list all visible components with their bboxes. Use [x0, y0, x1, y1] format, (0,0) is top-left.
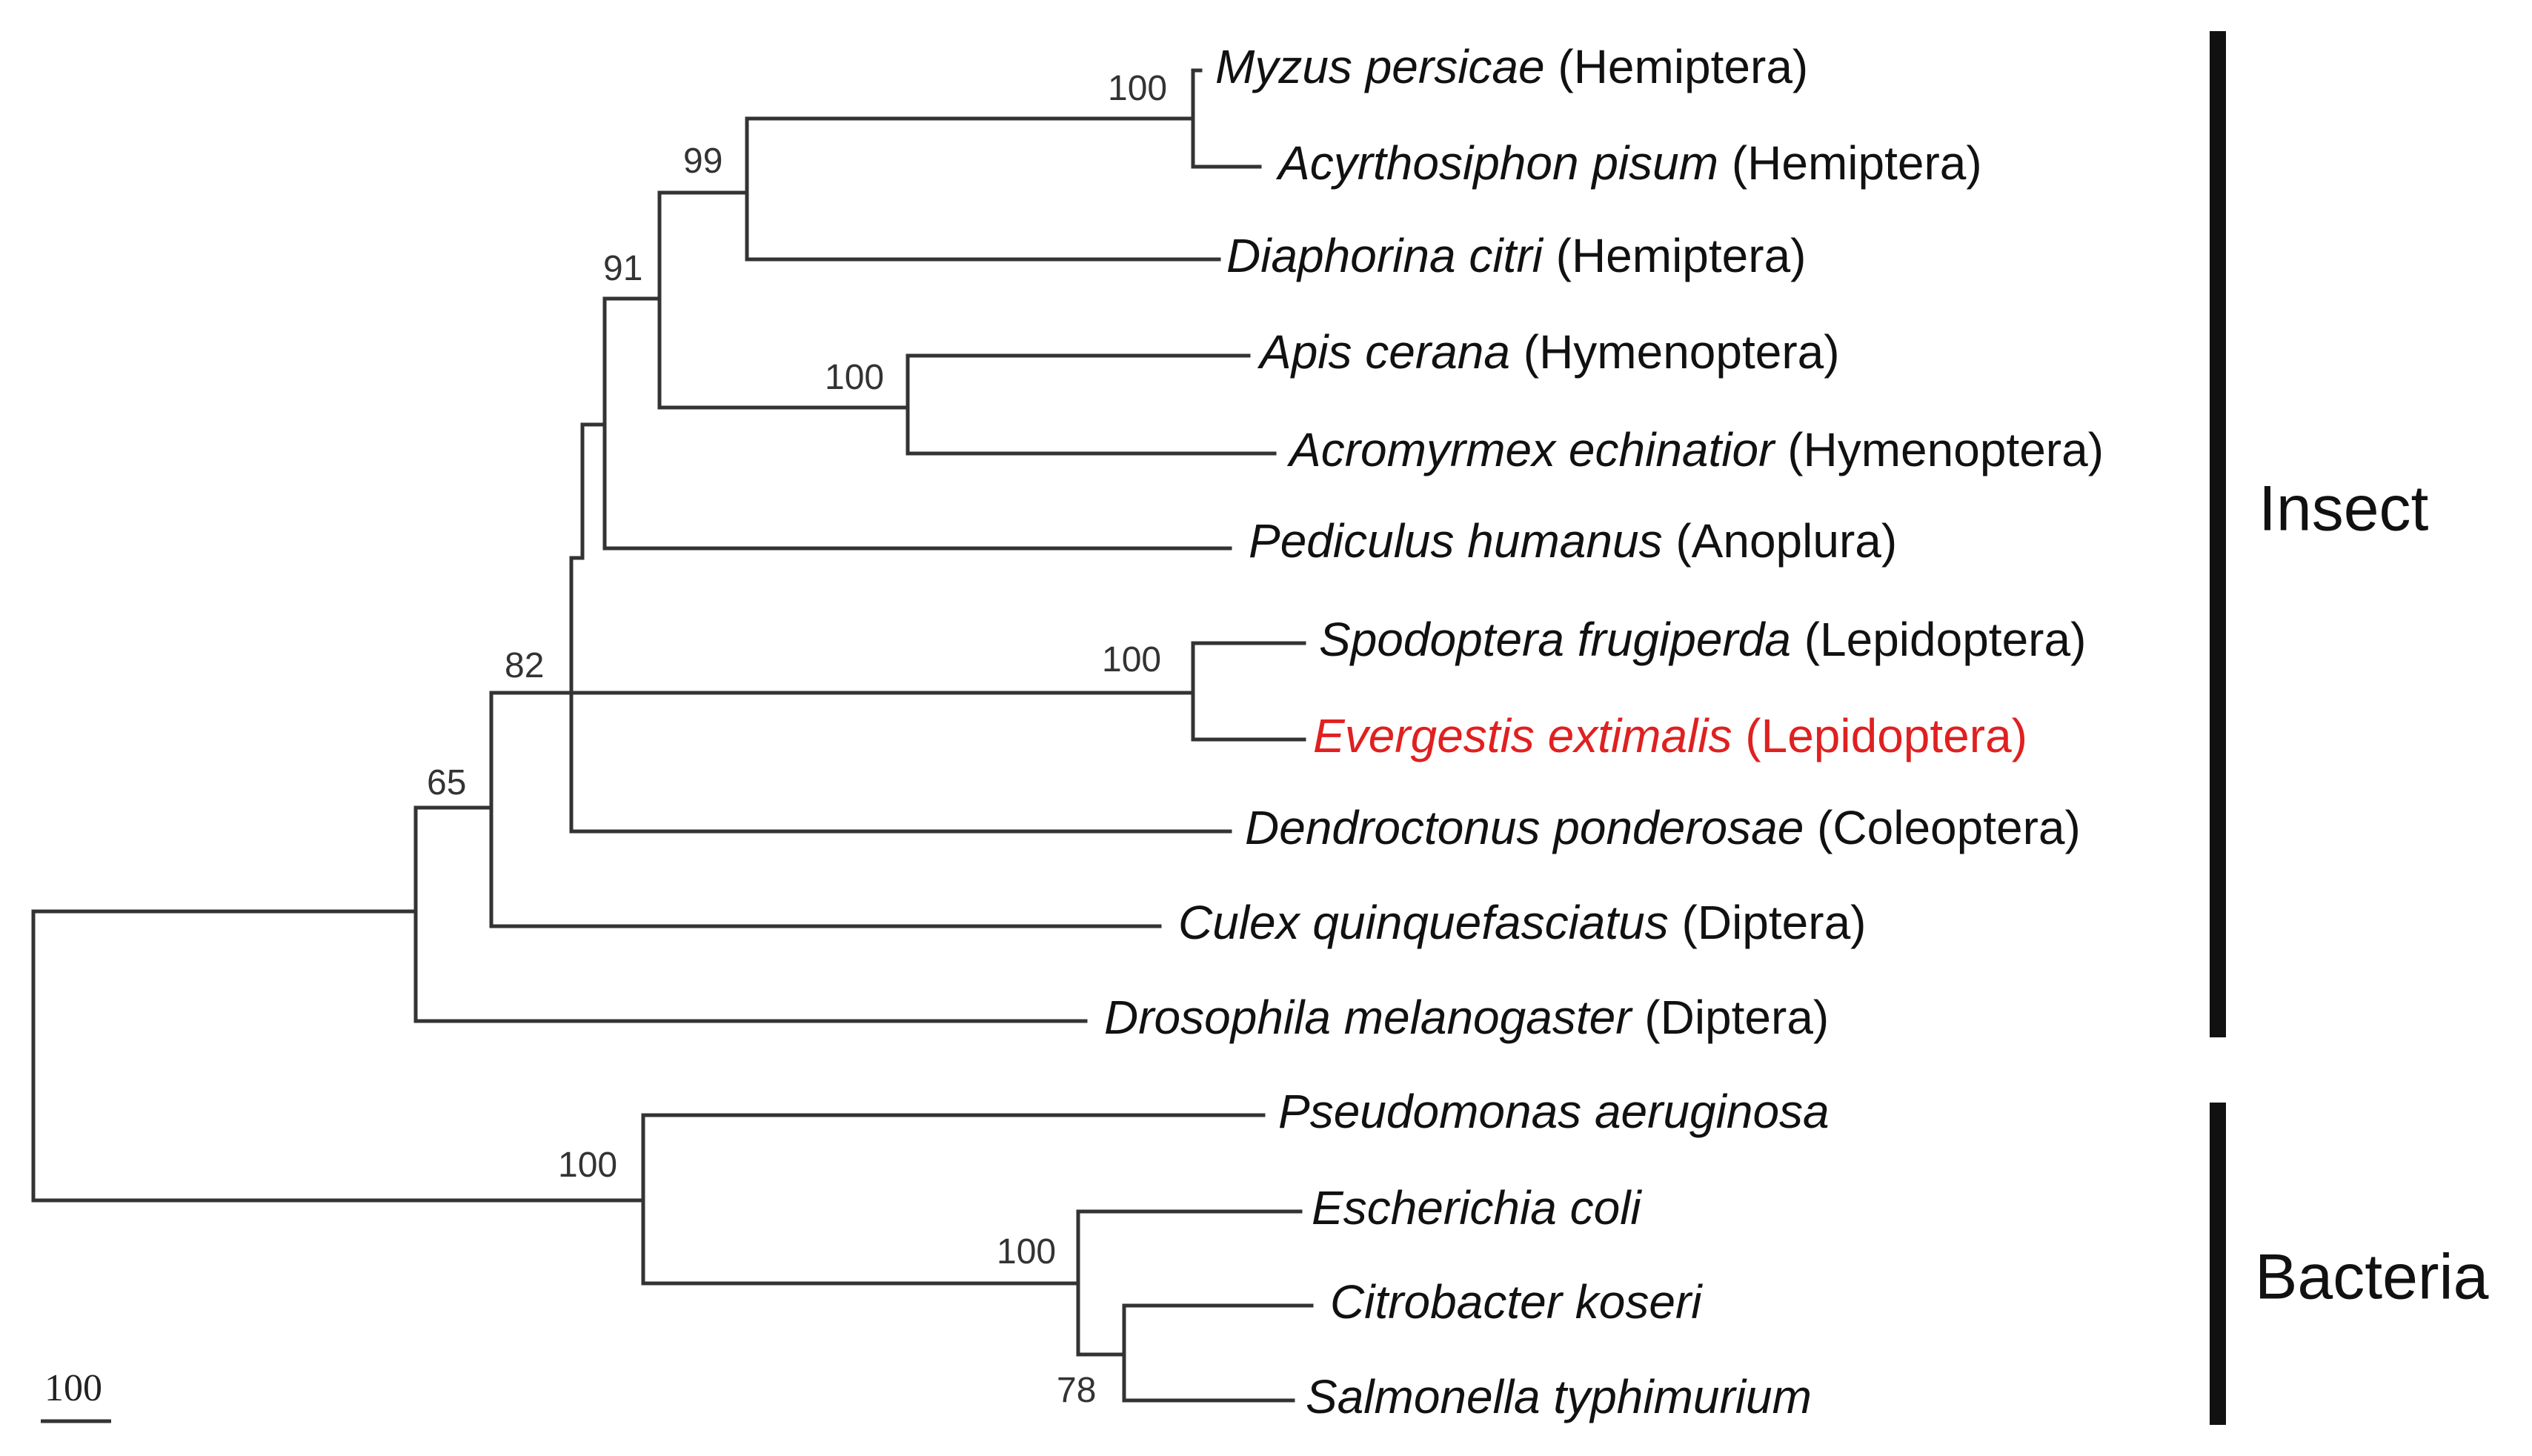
- support-value: 100: [825, 358, 884, 397]
- leaf-label-citrobacter: Citrobacter koseri: [1330, 1275, 1703, 1329]
- leaf-label-spodoptera: Spodoptera frugiperda (Lepidoptera): [1319, 613, 2086, 666]
- scale-bar-label: 100: [44, 1367, 102, 1409]
- leaf-label-escherichia: Escherichia coli: [1312, 1181, 1642, 1234]
- group-label-insect: Insect: [2259, 473, 2429, 545]
- group-label-bacteria: Bacteria: [2255, 1242, 2489, 1313]
- leaf-labels: Myzus persicae (Hemiptera) Acyrthosiphon…: [1104, 40, 2104, 1423]
- support-value: 91: [603, 249, 642, 288]
- support-values: 100 99 91 100 100 82 65 100 100 78: [427, 69, 1167, 1410]
- leaf-label-dendroctonus: Dendroctonus ponderosae (Coleoptera): [1245, 801, 2081, 854]
- support-value: 99: [683, 142, 722, 181]
- leaf-label-salmonella: Salmonella typhimurium: [1306, 1370, 1812, 1423]
- leaf-label-pseudomonas: Pseudomonas aeruginosa: [1278, 1085, 1830, 1138]
- support-value: 100: [997, 1232, 1056, 1271]
- support-value: 100: [558, 1146, 617, 1185]
- bacteria-group-bar: [2210, 1103, 2226, 1425]
- support-value: 65: [427, 763, 466, 802]
- leaf-label-apis: Apis cerana (Hymenoptera): [1257, 325, 1840, 379]
- leaf-label-diaphorina: Diaphorina citri (Hemiptera): [1226, 229, 1806, 282]
- leaf-label-pediculus: Pediculus humanus (Anoplura): [1249, 514, 1897, 568]
- leaf-label-evergestis: Evergestis extimalis (Lepidoptera): [1313, 709, 2027, 762]
- leaf-label-acromyrmex: Acromyrmex echinatior (Hymenoptera): [1286, 423, 2104, 476]
- leaf-label-acyrthosiphon: Acyrthosiphon pisum (Hemiptera): [1275, 136, 1982, 190]
- support-value: 100: [1108, 69, 1167, 108]
- leaf-label-culex: Culex quinquefasciatus (Diptera): [1178, 896, 1866, 949]
- insect-group-bar: [2210, 31, 2226, 1037]
- tree-branches: [31, 68, 1314, 1403]
- support-value: 78: [1057, 1371, 1096, 1410]
- support-value: 82: [505, 646, 544, 685]
- scale-bar: 100: [41, 1367, 111, 1423]
- group-brackets: Insect Bacteria: [2210, 31, 2489, 1425]
- leaf-label-drosophila: Drosophila melanogaster (Diptera): [1104, 991, 1829, 1044]
- support-value: 100: [1102, 640, 1161, 679]
- leaf-label-myzus: Myzus persicae (Hemiptera): [1215, 40, 1808, 93]
